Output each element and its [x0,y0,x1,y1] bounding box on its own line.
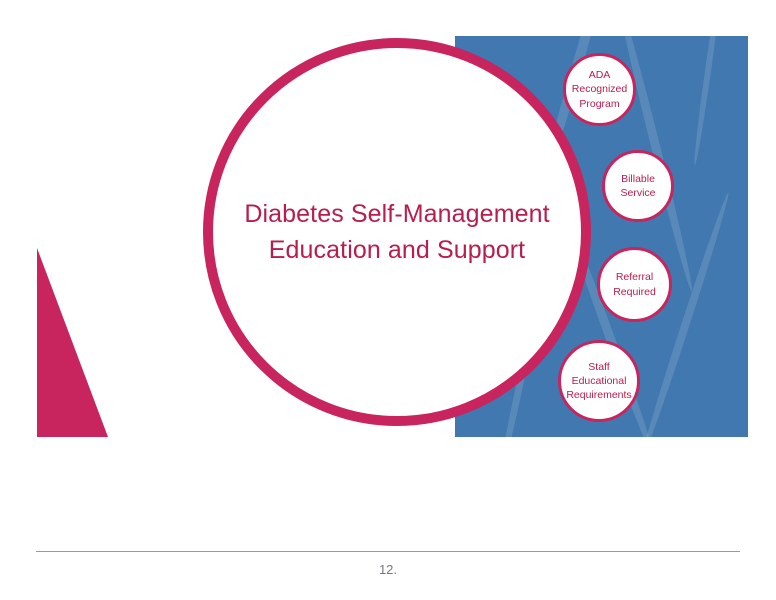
main-concept-circle: Diabetes Self-Management Education and S… [203,38,591,426]
satellite-label-line: Staff [588,360,610,373]
footer-divider [36,551,740,552]
satellite-label-line: Educational [571,374,627,387]
satellite-label: Billable Service [617,172,658,200]
satellite-label-line: Referral [615,271,654,284]
main-title-line-2: Education and Support [268,236,526,264]
main-title-line-1: Diabetes Self-Management [244,199,550,228]
satellite-circle-referral-required: Referral Required [597,247,672,322]
satellite-label-line: Required [613,285,656,298]
satellite-circle-staff-educational-requirements: Staff Educational Requirements [558,340,640,422]
satellite-label-line: ADA [588,69,611,82]
satellite-label-line: Recognized [571,83,628,96]
satellite-label-line: Billable [621,172,655,185]
satellite-label-line: Service [620,187,656,199]
crimson-triangle-decoration [37,248,108,437]
satellite-label: Referral Required [610,270,659,298]
satellite-label-line: Program [579,97,620,110]
satellite-label: ADA Recognized Program [569,68,630,111]
main-circle-title: Diabetes Self-Management Education and S… [232,196,562,269]
satellite-circle-ada-recognized-program: ADA Recognized Program [563,53,636,126]
satellite-label: Staff Educational Requirements [563,360,634,403]
satellite-label-line: Requirements [566,389,632,402]
satellite-circle-billable-service: Billable Service [602,150,674,222]
page-number: 12. [378,562,398,577]
vine-streak-decoration [691,36,725,166]
